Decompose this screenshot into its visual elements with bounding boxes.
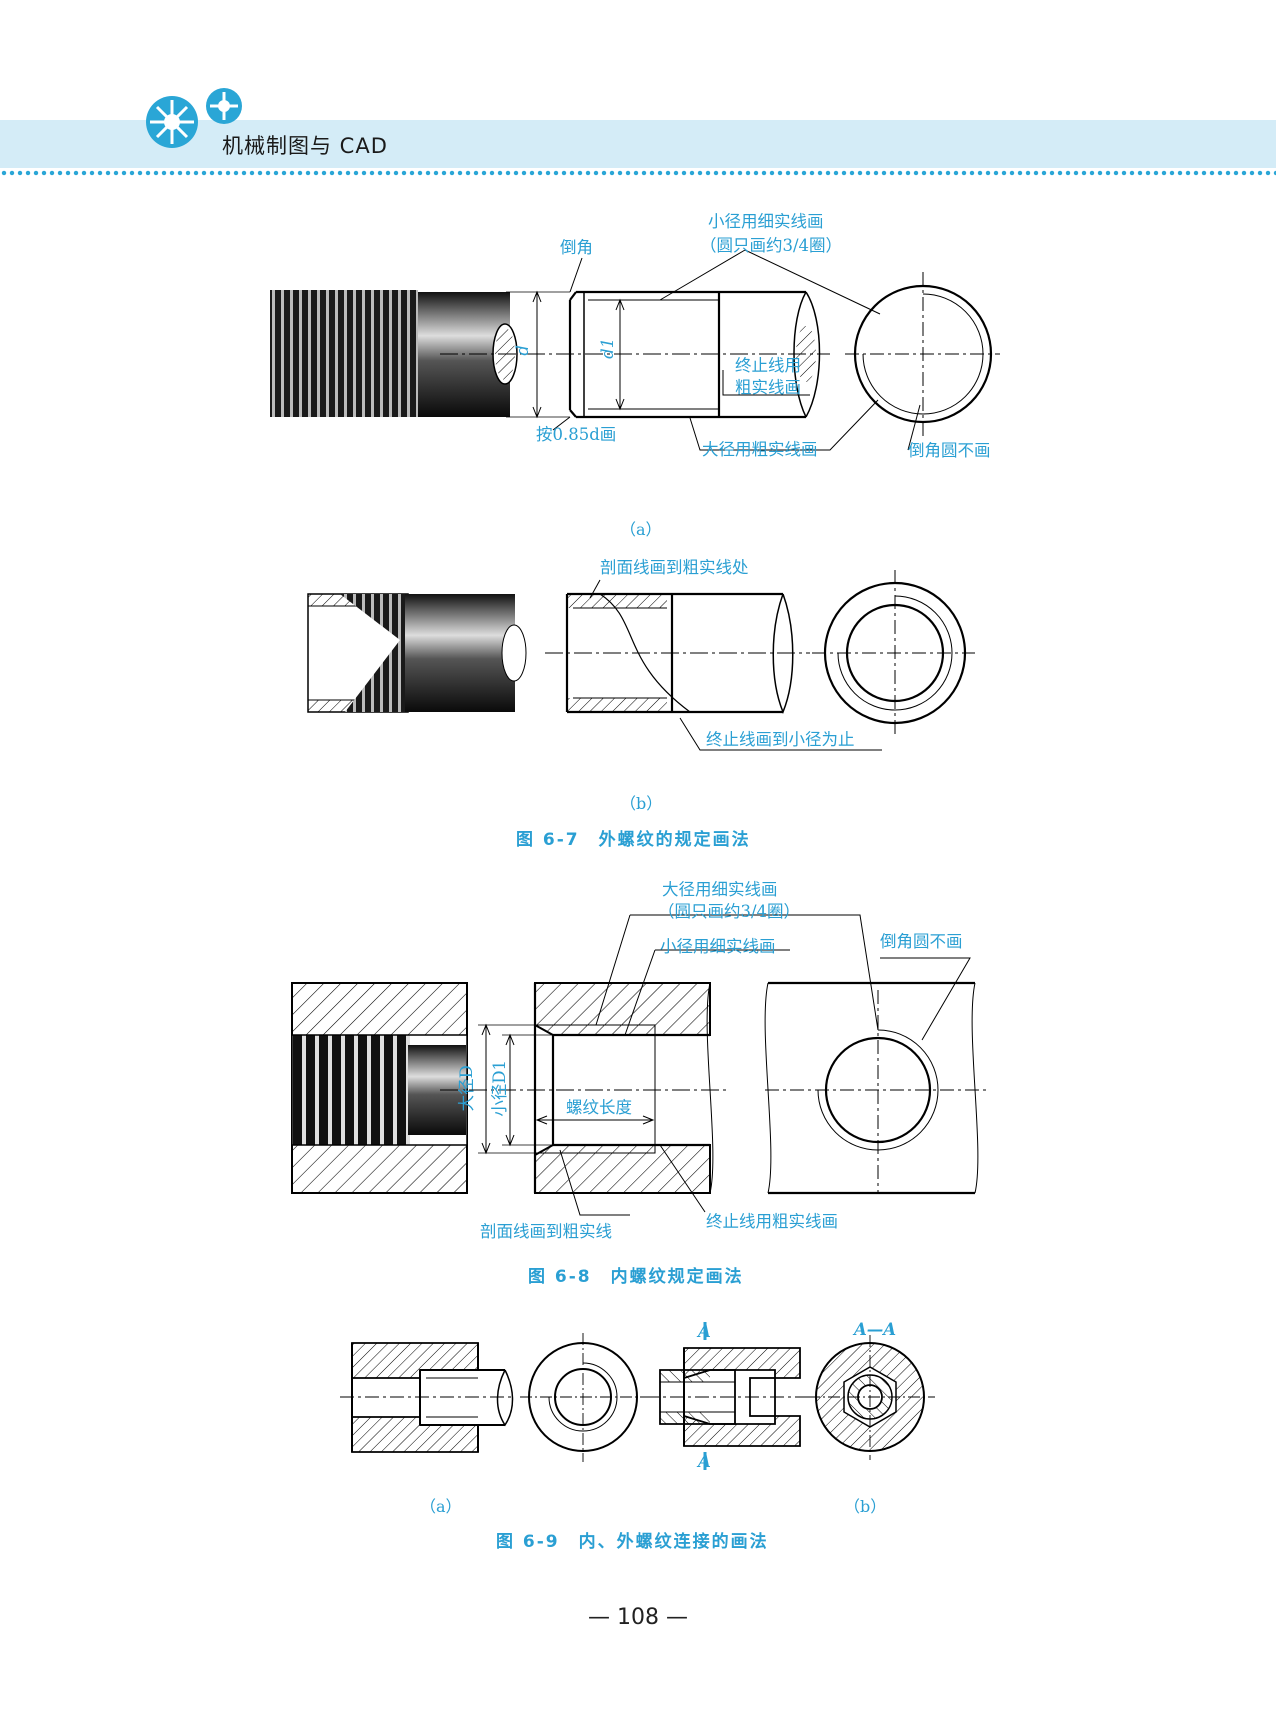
label-hatch-to-thick-line: 剖面线画到粗实线	[480, 1222, 612, 1241]
section-mark-A-bottom: A	[698, 1452, 711, 1471]
label-085d: 按0.85d画	[536, 425, 617, 444]
subfig-67a: （a）	[620, 520, 662, 539]
label-no-chamfer: 倒角圆不画	[880, 932, 963, 951]
fig68-rendered-nut	[291, 982, 468, 1194]
subfig-69a: （a）	[420, 1497, 462, 1516]
header-dotted-rule	[0, 170, 1276, 176]
section-title-AA: A—A	[854, 1320, 897, 1339]
label-thread-length: 螺纹长度	[566, 1098, 632, 1117]
gears-logo-icon	[146, 88, 242, 148]
label-termination-thick: 终止线用粗实线画	[706, 1212, 838, 1231]
label-minor-three-quarter: （圆只画约3/4圈）	[700, 236, 843, 255]
label-major-thick-line: 大径用粗实线画	[702, 440, 818, 459]
fig68-section-drawing	[440, 914, 990, 1216]
dim-d: d	[512, 345, 532, 356]
fig67b-rendered-sleeve	[307, 593, 527, 713]
label-hatch-to-thick: 剖面线画到粗实线处	[600, 558, 749, 577]
label-major-thin-line: 大径用细实线画	[662, 880, 778, 899]
label-termination-to-minor: 终止线画到小径为止	[706, 730, 855, 749]
caption-fig-6-7: 图 6-7 外螺纹的规定画法	[516, 830, 751, 850]
label-termination-line-1: 终止线用	[735, 356, 801, 375]
fig69a-drawing	[340, 1333, 646, 1462]
dim-minor-D1: 小径D1	[490, 1059, 510, 1117]
book-title: 机械制图与 CAD	[222, 134, 388, 158]
caption-fig-6-9: 图 6-9 内、外螺纹连接的画法	[496, 1532, 769, 1552]
label-termination-line-2: 粗实线画	[735, 378, 801, 397]
subfig-67b: （b）	[620, 794, 663, 813]
fig67a-thread-drawing	[440, 249, 1000, 451]
label-major-three-quarter: （圆只画约3/4圈）	[658, 902, 801, 921]
fig69b-drawing	[645, 1322, 935, 1470]
subfig-69b: （b）	[844, 1497, 887, 1516]
page-number: — 108 —	[588, 1605, 688, 1630]
dim-d1: d1	[598, 337, 618, 359]
label-minor-thin-line: 小径用细实线画	[708, 212, 824, 231]
dim-major-D: 大径D	[456, 1065, 476, 1112]
caption-fig-6-8: 图 6-8 内螺纹规定画法	[528, 1267, 744, 1287]
fig67b-thread-section	[545, 570, 975, 751]
label-no-chamfer-circle: 倒角圆不画	[908, 441, 991, 460]
header-band	[0, 120, 1276, 168]
section-mark-A-top: A	[698, 1322, 711, 1341]
label-minor-thin: 小径用细实线画	[660, 937, 776, 956]
fig67a-rendered-bolt	[270, 290, 518, 417]
label-chamfer: 倒角	[560, 238, 593, 257]
